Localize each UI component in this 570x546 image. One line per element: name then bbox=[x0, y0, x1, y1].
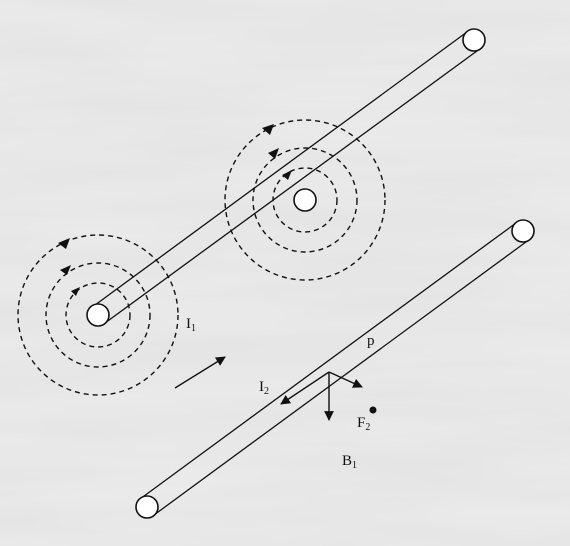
wire-1-edge-b bbox=[104, 47, 482, 324]
label-point-p: p bbox=[367, 333, 375, 349]
vectors-at-p bbox=[280, 371, 363, 421]
point-dot bbox=[369, 406, 377, 414]
field-circle bbox=[252, 147, 358, 253]
wire-1-end-far bbox=[462, 28, 486, 52]
wire-2-end-near bbox=[135, 495, 159, 519]
field-direction-arrow bbox=[268, 148, 279, 159]
field-circle bbox=[224, 119, 386, 281]
field-direction-arrow bbox=[58, 238, 70, 249]
label-field-b1: B1 bbox=[342, 453, 357, 471]
wire-2-edge-a bbox=[139, 222, 517, 500]
field-circle bbox=[65, 282, 131, 348]
field-circle bbox=[45, 262, 151, 368]
field-lines-middle bbox=[224, 119, 386, 281]
wire-2-end-far bbox=[511, 219, 535, 243]
field-circle bbox=[17, 234, 179, 396]
label-current-1: I1 bbox=[186, 316, 196, 334]
label-force-2: F2 bbox=[357, 415, 370, 433]
current-direction-arrow bbox=[174, 356, 226, 389]
field-circle bbox=[272, 167, 338, 233]
wire-1-cross-section bbox=[293, 188, 317, 212]
label-current-2: I2 bbox=[259, 379, 269, 397]
field-direction-arrow bbox=[60, 265, 71, 275]
wire-1-end-near bbox=[86, 303, 110, 327]
field-direction-arrow bbox=[71, 287, 80, 296]
force-2-vector bbox=[328, 371, 363, 388]
wire-2-edge-b bbox=[153, 238, 531, 516]
field-lines-near bbox=[17, 234, 179, 396]
field-direction-arrow bbox=[282, 170, 292, 180]
wire-1 bbox=[90, 31, 482, 324]
wire-1-edge-a bbox=[90, 31, 468, 309]
field-direction-arrow bbox=[262, 124, 274, 135]
wire-2 bbox=[139, 222, 531, 516]
current-2-vector bbox=[280, 371, 330, 405]
